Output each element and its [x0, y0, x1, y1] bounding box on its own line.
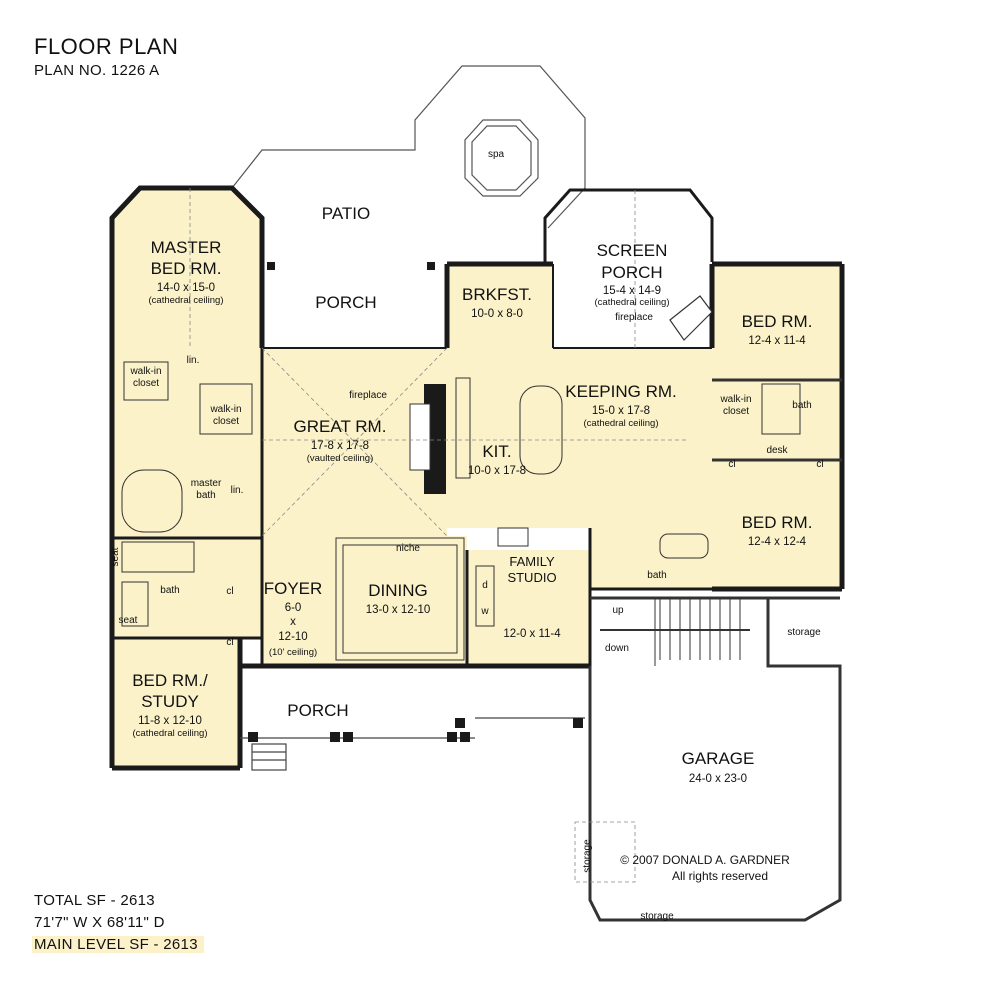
bed-e-dim: 12-4 x 12-4	[748, 536, 807, 548]
spa-inner	[471, 125, 532, 191]
bed-e-name: BED RM.	[742, 513, 813, 532]
garage-name: GARAGE	[682, 749, 755, 768]
foyer-name: FOYER	[264, 579, 323, 598]
fireplace-screen-porch	[669, 295, 713, 341]
keeping-dim: 15-0 x 17-8	[592, 405, 650, 417]
floor-fill	[112, 188, 842, 768]
walkin-closet-1-b: closet	[133, 378, 159, 389]
dryer-label: d	[482, 580, 488, 591]
room-labels: MASTER BED RM. 14-0 x 15-0 (cathedral ce…	[132, 149, 812, 785]
dining-name: DINING	[368, 581, 428, 600]
master-bed-note: (cathedral ceiling)	[149, 295, 224, 306]
cl-label-2: cl	[226, 637, 233, 648]
niche-label: niche	[396, 543, 420, 554]
kit-name: KIT.	[482, 442, 511, 461]
main-level-sf-row: MAIN LEVEL SF - 2613	[32, 936, 204, 953]
spa-outer	[464, 119, 539, 197]
screen-porch-dim: 15-4 x 14-9	[603, 285, 661, 297]
great-name: GREAT RM.	[294, 417, 387, 436]
bed-study-name-1: BED RM./	[132, 671, 208, 690]
great-note: (vaulted ceiling)	[307, 453, 374, 464]
master-bed-floor	[112, 188, 262, 348]
brkfst-floor	[447, 264, 553, 348]
cl-label-4: cl	[816, 459, 823, 470]
front-porch-name: PORCH	[287, 701, 348, 720]
copyright-line-2: All rights reserved	[672, 869, 768, 883]
garage-dim: 24-0 x 23-0	[689, 773, 747, 785]
overall-dimensions: 71'7" W X 68'11" D	[34, 914, 165, 931]
bed-study-dim: 11-8 x 12-10	[138, 715, 202, 727]
screen-porch-name-2: PORCH	[601, 263, 662, 282]
fireplace-great-label: fireplace	[349, 390, 387, 401]
lin-label-1: lin.	[187, 355, 200, 366]
dining-dim: 13-0 x 12-10	[366, 604, 431, 616]
patio-name: PATIO	[322, 204, 371, 223]
stairs	[600, 598, 750, 660]
front-porch-outline	[240, 717, 585, 771]
brkfst-dim: 10-0 x 8-0	[471, 308, 523, 320]
walls	[109, 185, 845, 771]
total-sf: TOTAL SF - 2613	[34, 892, 155, 909]
master-bath-label-1: master	[191, 478, 222, 489]
cl-label-1: cl	[226, 586, 233, 597]
plan-title: FLOOR PLAN	[34, 34, 179, 59]
master-bed-dim: 14-0 x 15-0	[157, 282, 215, 294]
foyer-dim-1: 6-0	[285, 602, 302, 614]
storage-label-3: storage	[640, 911, 674, 922]
screen-porch-note: (cathedral ceiling)	[595, 297, 670, 308]
family-studio-name-1: FAMILY	[509, 554, 555, 569]
brkfst-name: BRKFST.	[462, 285, 532, 304]
lin-label-2: lin.	[231, 485, 244, 496]
keeping-name: KEEPING RM.	[565, 382, 676, 401]
seat-label-2: seat	[119, 615, 138, 626]
cl-label-3: cl	[728, 459, 735, 470]
east-beds-floor	[712, 264, 842, 589]
master-bath-label-2: bath	[196, 490, 215, 501]
porch-posts	[248, 262, 583, 742]
bath-ne-label: bath	[792, 400, 811, 411]
main-level-sf: MAIN LEVEL SF - 2613	[32, 936, 204, 953]
family-studio-dim: 12-0 x 11-4	[503, 628, 561, 640]
desk-label: desk	[766, 445, 788, 456]
bath-west-label: bath	[160, 585, 179, 596]
fireplace-great-rm	[409, 384, 446, 494]
ceiling-lines	[189, 188, 687, 883]
bed-ne-dim: 12-4 x 11-4	[748, 335, 806, 347]
bed-ne-name: BED RM.	[742, 312, 813, 331]
foyer-note: (10' ceiling)	[269, 647, 317, 658]
master-bed-name-2: BED RM.	[151, 259, 222, 278]
stairs-up-label: up	[612, 605, 624, 616]
kit-dim: 10-0 x 17-8	[468, 465, 526, 477]
patio-outline	[231, 65, 586, 229]
walkin-closet-3-b: closet	[723, 406, 749, 417]
fixture-labels: walk-in closet walk-in closet walk-in cl…	[110, 355, 824, 922]
seat-label-1: seat	[110, 547, 121, 566]
storage-label-2: storage	[582, 839, 593, 873]
bath-e-label: bath	[647, 570, 666, 581]
screen-porch-name-1: SCREEN	[597, 241, 668, 260]
walkin-closet-2-b: closet	[213, 416, 239, 427]
walkin-closet-2-a: walk-in	[209, 404, 241, 415]
washer-label: w	[480, 606, 489, 617]
stairs-down-label: down	[605, 643, 629, 654]
walkin-closet-3-a: walk-in	[719, 394, 751, 405]
bed-study-name-2: STUDY	[141, 692, 199, 711]
spa-name: spa	[488, 149, 505, 160]
walkin-closet-1-a: walk-in	[129, 366, 161, 377]
storage-label-1: storage	[787, 627, 821, 638]
foyer-dim-3: 12-10	[278, 631, 307, 643]
bed-study-note: (cathedral ceiling)	[133, 728, 208, 739]
keeping-note: (cathedral ceiling)	[584, 418, 659, 429]
great-dim: 17-8 x 17-8	[311, 440, 369, 452]
family-studio-name-2: STUDIO	[507, 570, 556, 585]
plan-number: PLAN NO. 1226 A	[34, 62, 160, 79]
rear-porch-name: PORCH	[315, 293, 376, 312]
master-bed-name-1: MASTER	[151, 238, 222, 257]
fireplace-porch-label: fireplace	[615, 312, 653, 323]
copyright-line-1: © 2007 DONALD A. GARDNER	[620, 853, 790, 867]
interior-lines	[121, 361, 842, 922]
foyer-dim-2: x	[290, 616, 296, 628]
